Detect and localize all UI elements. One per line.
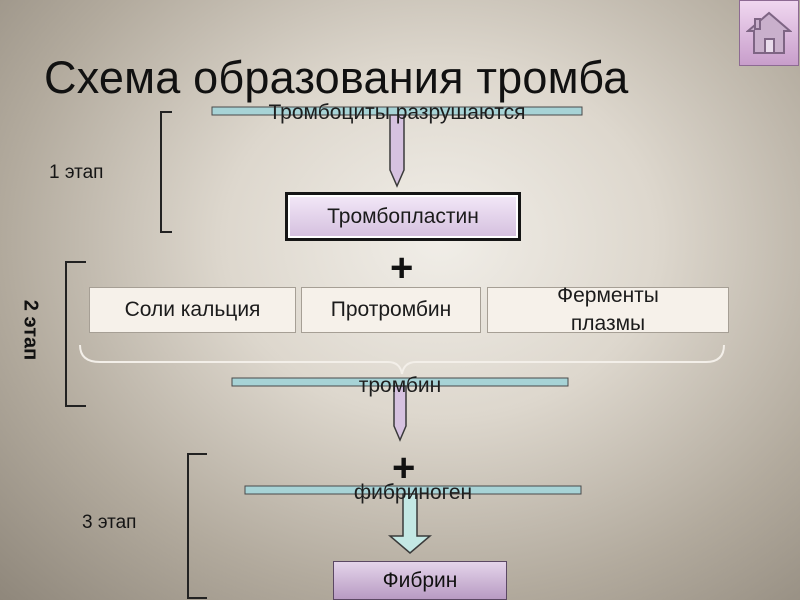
stage1-bracket [160,111,172,233]
home-button[interactable] [739,0,799,66]
stage2-bracket [65,261,86,407]
arrow-fibrinogen-to-fibrin [387,493,433,554]
page-title: Схема образования тромба [44,52,629,103]
arrow-thrombin-to-fibrinogen [393,385,407,442]
prothrombin-box: Протромбин [301,287,481,333]
thrombin-text: тромбин [358,374,442,397]
plus-sign-2: + [392,446,416,490]
fibrin-box: Фибрин [333,561,507,600]
stage2-label: 2 этап [19,299,42,361]
home-icon [746,11,792,54]
thromboplastin-box: Тромбопластин [285,192,521,241]
stage1-label: 1 этап [49,162,104,183]
arrow-platelets-to-thromboplastin [389,114,405,188]
plasma-enzymes-box: Ферменты плазмы [487,284,729,335]
plus-sign-1: + [390,246,414,290]
calcium-salts-box: Соли кальция [89,287,296,333]
components-brace [79,344,725,375]
stage3-bracket [187,453,207,599]
platelets-text: Тромбоциты разрушаются [268,101,526,124]
stage3-label: 3 этап [82,512,137,533]
fibrinogen-text: фибриноген [353,481,473,504]
